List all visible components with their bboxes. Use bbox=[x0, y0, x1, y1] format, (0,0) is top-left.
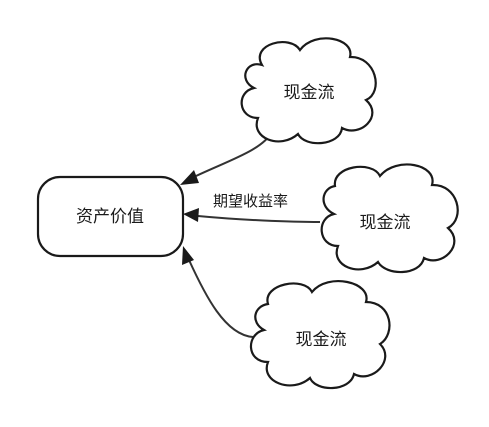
node-cash-flow-bottom[interactable]: 现金流 bbox=[249, 280, 391, 390]
node-label: 现金流 bbox=[296, 330, 347, 350]
arrowhead bbox=[183, 208, 199, 222]
edge-middle-cashflow-to-asset bbox=[183, 208, 321, 223]
edge-bottom-cashflow-to-asset bbox=[182, 246, 254, 338]
node-label: 现金流 bbox=[360, 213, 411, 233]
node-label: 现金流 bbox=[284, 83, 335, 103]
cloud-shape bbox=[320, 163, 459, 274]
arrowhead bbox=[182, 246, 194, 265]
cloud-shape bbox=[249, 280, 391, 390]
edge-top-cashflow-to-asset bbox=[180, 131, 273, 185]
edge-label-expected-return: 期望收益率 bbox=[213, 192, 288, 210]
node-label: 资产价值 bbox=[76, 207, 144, 227]
cloud-shape bbox=[240, 37, 377, 145]
arrowhead bbox=[180, 170, 199, 185]
node-asset-value[interactable]: 资产价值 bbox=[36, 175, 185, 258]
node-cash-flow-top[interactable]: 现金流 bbox=[240, 37, 377, 145]
node-cash-flow-middle[interactable]: 现金流 bbox=[320, 163, 459, 274]
